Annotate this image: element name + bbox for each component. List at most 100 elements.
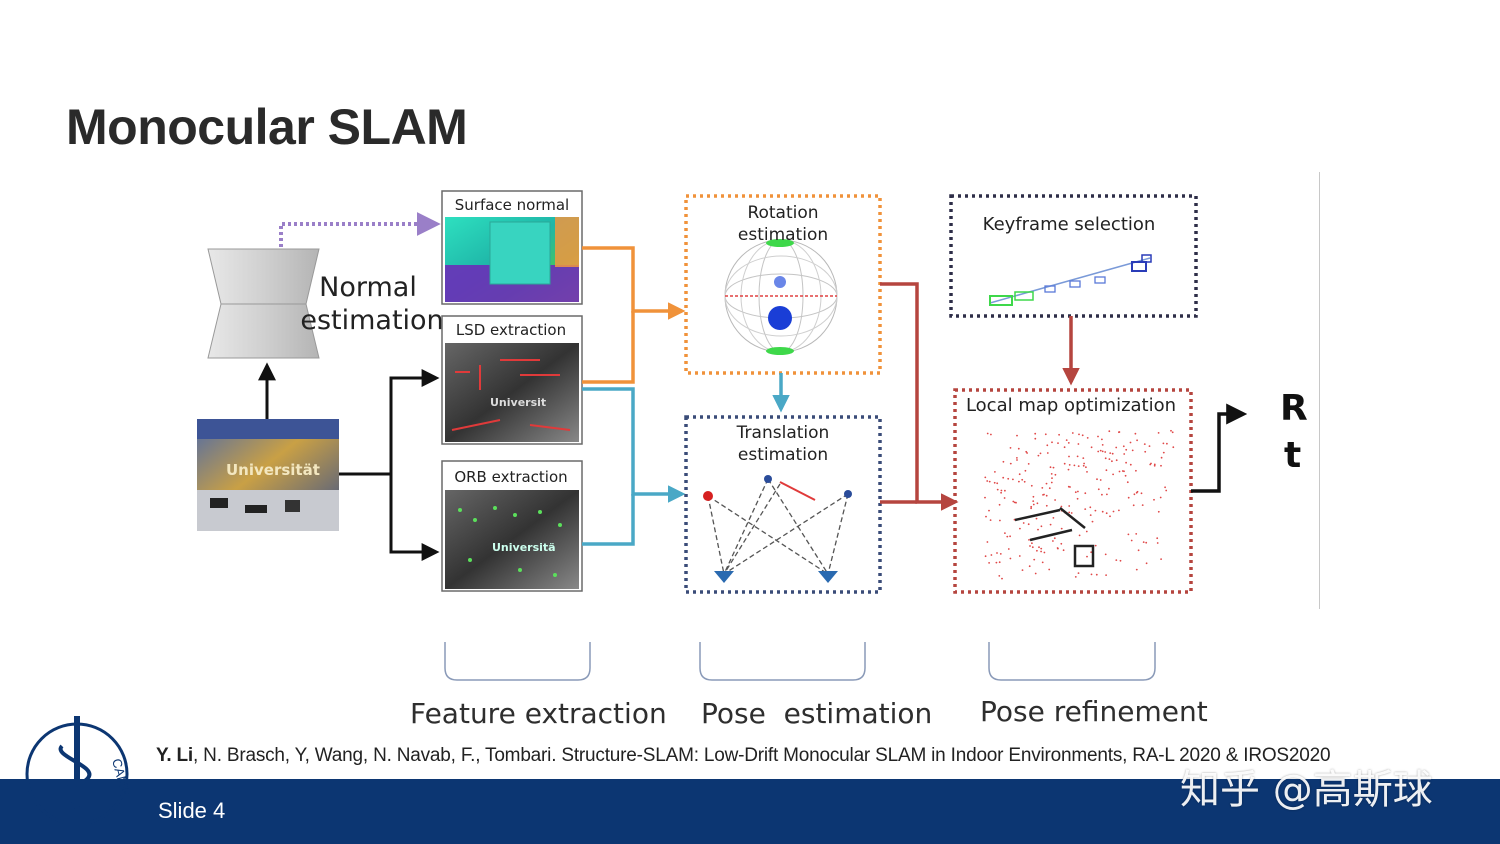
map-point — [1054, 473, 1057, 476]
map-point — [1034, 437, 1037, 440]
normal-estimation-label-2: estimation — [300, 305, 443, 336]
map-point — [1071, 432, 1074, 434]
map-point — [1041, 561, 1044, 564]
map-point — [1077, 572, 1080, 574]
map-point — [1050, 473, 1053, 475]
map-point — [1129, 441, 1132, 444]
map-point — [1068, 455, 1070, 458]
map-point — [1162, 451, 1165, 454]
map-point — [1160, 456, 1163, 459]
map-point — [1137, 549, 1140, 552]
map-point — [1035, 517, 1038, 520]
map-point — [1111, 460, 1113, 463]
map-point — [1086, 471, 1088, 473]
surface-normal-panel: Surface normal — [441, 190, 583, 305]
map-point — [1125, 448, 1128, 451]
map-point — [1032, 495, 1035, 498]
slide-number: Slide 4 — [158, 798, 226, 823]
map-point — [1084, 492, 1087, 495]
rotation-label-2: estimation — [738, 225, 828, 245]
map-point — [1039, 452, 1042, 455]
map-point — [1000, 491, 1002, 494]
map-point — [1045, 504, 1048, 507]
map-point — [985, 515, 987, 518]
map-point — [996, 552, 998, 554]
map-point — [1129, 463, 1132, 466]
map-point — [1118, 470, 1121, 473]
map-point — [1145, 541, 1148, 544]
map-point — [1034, 572, 1037, 575]
map-point — [984, 555, 987, 558]
map-point — [1003, 497, 1006, 499]
map-point — [1060, 505, 1063, 508]
map-point — [1078, 534, 1081, 537]
map-point — [1084, 508, 1087, 510]
map-point — [1105, 512, 1108, 515]
map-point — [1002, 460, 1005, 463]
brace-pose-refinement — [988, 642, 1156, 681]
map-point — [1058, 433, 1060, 436]
map-point — [1028, 539, 1030, 541]
map-point — [1156, 542, 1159, 544]
map-point — [1125, 461, 1127, 464]
map-point — [1157, 510, 1160, 513]
map-point — [1018, 473, 1021, 476]
map-point — [1165, 489, 1168, 492]
map-point — [1038, 546, 1040, 549]
logo-text: CAMP — [109, 757, 132, 797]
map-point — [1007, 477, 1010, 480]
map-point — [1109, 515, 1111, 518]
map-point — [1057, 442, 1059, 444]
arrow-local-map-to-output — [1191, 403, 1248, 493]
map-point — [1082, 464, 1085, 467]
map-point — [1078, 433, 1080, 436]
map-point — [1132, 504, 1135, 507]
map-point — [1002, 476, 1005, 479]
map-point — [1130, 539, 1133, 542]
map-point — [1073, 464, 1076, 467]
map-point — [1105, 469, 1108, 472]
map-point — [1063, 462, 1066, 465]
map-point — [1094, 509, 1097, 512]
map-point — [1077, 465, 1080, 467]
map-point — [1094, 544, 1097, 547]
translation-label-2: estimation — [738, 445, 828, 465]
map-point — [1131, 449, 1134, 452]
map-point — [1001, 577, 1003, 580]
map-point — [1172, 446, 1175, 449]
map-point — [1097, 488, 1100, 491]
map-point — [1037, 528, 1039, 531]
map-point — [1067, 485, 1070, 488]
map-point — [1101, 438, 1103, 441]
camp-logo: CAMP — [25, 716, 132, 826]
map-point — [1160, 558, 1162, 560]
map-point — [1019, 527, 1021, 530]
map-point — [1164, 486, 1166, 489]
lsd-image-text: Universit — [490, 396, 546, 409]
map-point — [1060, 527, 1063, 530]
map-point — [988, 509, 990, 512]
map-point — [1090, 446, 1093, 449]
map-point — [1009, 535, 1011, 538]
map-point — [998, 561, 1001, 564]
orb-extraction-label: ORB extraction — [454, 468, 567, 486]
map-point — [1086, 437, 1089, 439]
map-point — [1101, 444, 1104, 446]
map-point — [1091, 520, 1094, 523]
map-point — [1027, 463, 1030, 465]
diagram-frame — [165, 172, 1320, 609]
map-point — [1105, 574, 1107, 576]
map-point — [1101, 493, 1103, 496]
surface-normal-label: Surface normal — [455, 196, 569, 214]
map-point — [1118, 509, 1120, 512]
map-point — [1096, 478, 1098, 481]
lsd-extraction-label: LSD extraction — [456, 321, 566, 339]
local-map-label: Local map optimization — [966, 395, 1176, 416]
map-point — [984, 496, 986, 499]
map-point — [984, 476, 987, 479]
map-point — [1004, 532, 1006, 534]
map-point — [1048, 568, 1051, 571]
map-point — [1111, 452, 1114, 455]
map-point — [1089, 514, 1092, 516]
map-point — [1065, 439, 1068, 441]
